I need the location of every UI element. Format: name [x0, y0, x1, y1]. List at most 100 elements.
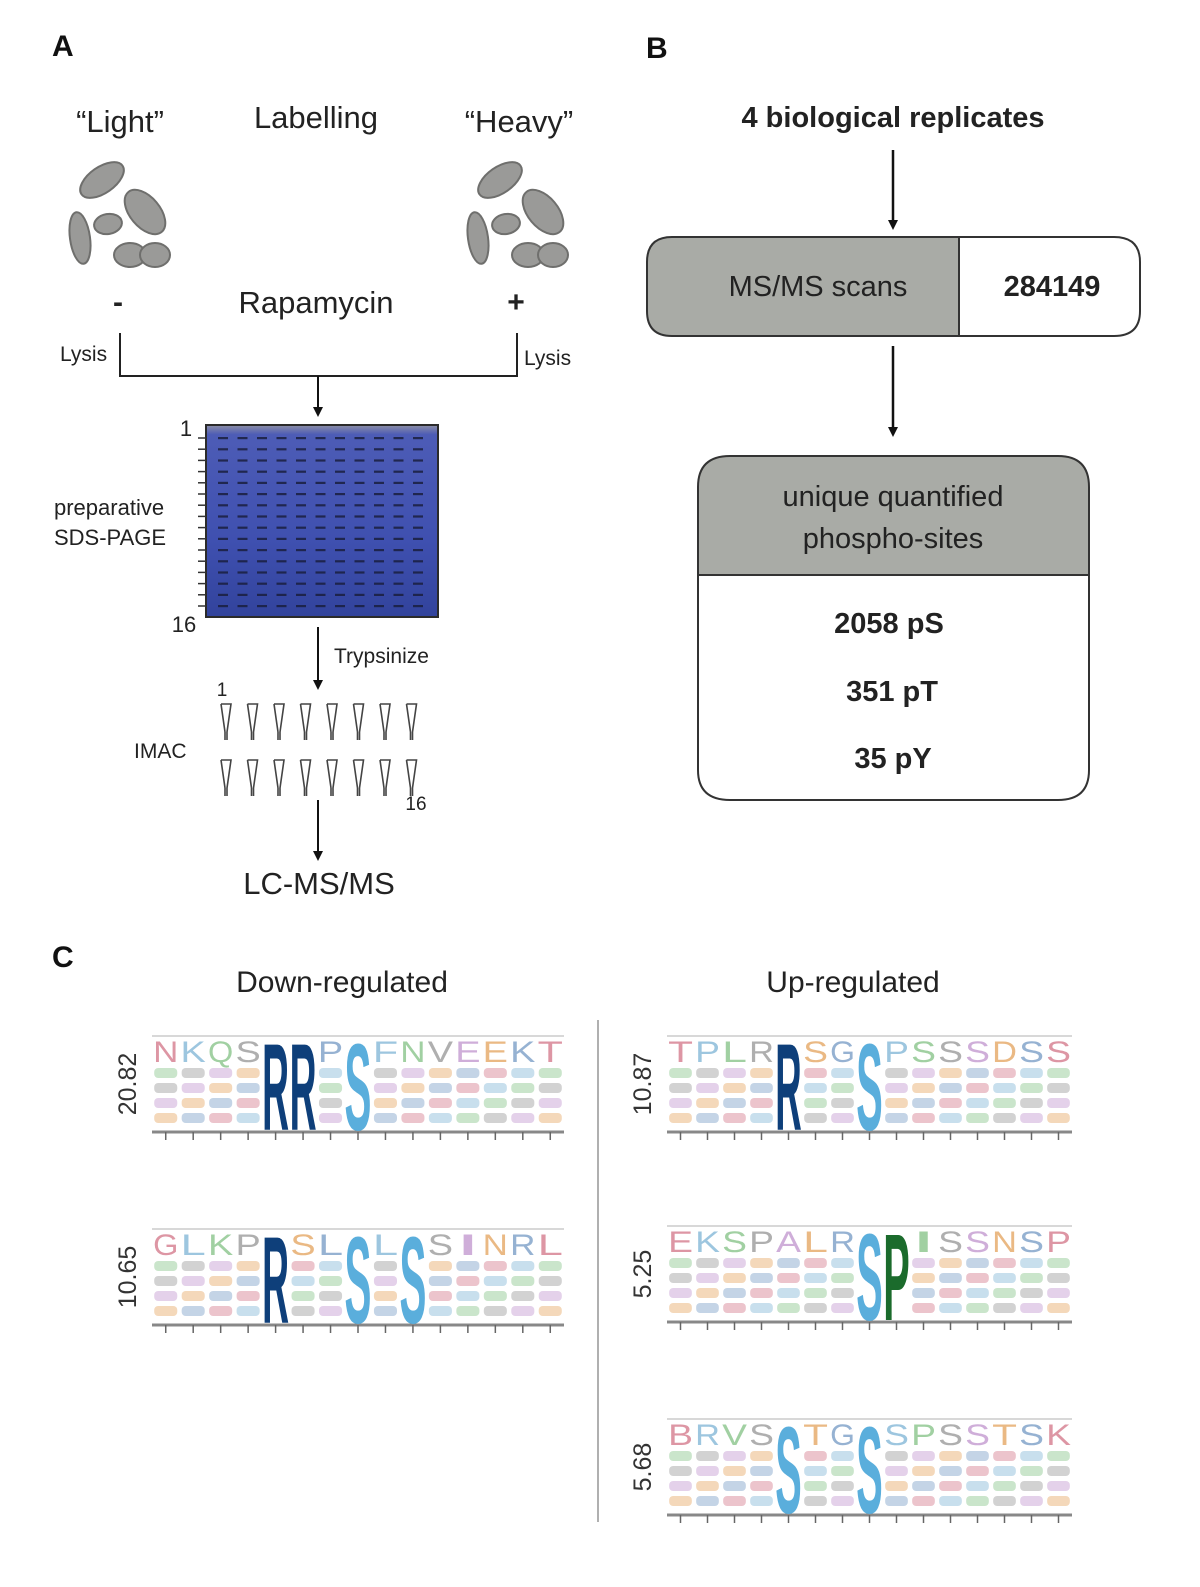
- logo-stack-mark: [831, 1481, 854, 1491]
- logo-stack-mark: [538, 1083, 562, 1093]
- logo-dominant-residue: S: [856, 1207, 882, 1346]
- logo-stack-mark: [696, 1098, 719, 1108]
- logo-top-residue: P: [749, 1226, 774, 1259]
- gel-band: [315, 593, 326, 596]
- gel-lane-16-label: 16: [172, 612, 196, 637]
- logo-stack-mark: [511, 1261, 535, 1271]
- logo-top-residue: K: [1046, 1419, 1071, 1452]
- logo-stack-mark: [1020, 1113, 1043, 1123]
- logo-stack-mark: [750, 1288, 773, 1298]
- logo-stack-mark: [885, 1098, 908, 1108]
- gel-band: [413, 481, 423, 484]
- gel-band: [315, 571, 326, 574]
- logo-top-residue: R: [510, 1229, 535, 1262]
- gel-band: [237, 470, 248, 473]
- gel-band: [413, 437, 423, 440]
- logo-dominant-residue: S: [856, 1400, 882, 1539]
- logo-stack-mark: [373, 1306, 398, 1316]
- logo-stack-mark: [777, 1288, 800, 1298]
- logo-stack-mark: [939, 1481, 962, 1491]
- logo-top-residue: S: [1019, 1226, 1044, 1259]
- logo-stack-mark: [318, 1068, 343, 1078]
- gel-band: [218, 593, 228, 596]
- logo-stack-mark: [669, 1068, 692, 1078]
- logo-stack-mark: [750, 1083, 773, 1093]
- logo-top-residue: N: [992, 1226, 1017, 1259]
- logo-stack-mark: [538, 1261, 562, 1271]
- logo-stack-mark: [456, 1261, 480, 1271]
- yeast-cells-heavy: [466, 161, 569, 268]
- gel-band: [296, 504, 306, 507]
- logo-stack-mark: [750, 1098, 773, 1108]
- logo-top-residue: P: [911, 1419, 936, 1452]
- gel-band: [276, 459, 287, 462]
- logo-score: 10.87: [629, 1053, 657, 1116]
- lysis-left-label: Lysis: [60, 343, 107, 366]
- logo-score: 20.82: [114, 1053, 142, 1116]
- logo-stack-mark: [373, 1098, 398, 1108]
- logo-stack-mark: [993, 1113, 1016, 1123]
- logo-stack-mark: [885, 1481, 908, 1491]
- logo-stack-mark: [428, 1291, 452, 1301]
- logo-stack-mark: [483, 1113, 507, 1123]
- gel-band: [218, 515, 228, 518]
- logo-stack-mark: [912, 1496, 935, 1506]
- logo-stack-mark: [750, 1466, 773, 1476]
- gel-band: [296, 459, 306, 462]
- logo-top-residue: V: [428, 1036, 453, 1069]
- gel-band: [354, 560, 365, 563]
- phospho-sites-label: phospho-sites: [803, 523, 984, 555]
- logo-stack-mark: [209, 1068, 233, 1078]
- gel-band: [335, 526, 345, 529]
- gel-band: [354, 571, 365, 574]
- gel-band: [335, 582, 345, 585]
- logo-stack-mark: [777, 1273, 800, 1283]
- logo-stack-mark: [993, 1303, 1016, 1313]
- gel-band: [413, 582, 423, 585]
- gel-band: [218, 560, 228, 563]
- gel-band: [276, 481, 287, 484]
- logo-stack-mark: [831, 1303, 854, 1313]
- logo-stack-mark: [428, 1306, 452, 1316]
- logo-stack-mark: [511, 1291, 535, 1301]
- logo-stack-mark: [723, 1481, 746, 1491]
- logo-stack-mark: [723, 1113, 746, 1123]
- imac-tips: [220, 703, 418, 796]
- logo-stack-mark: [373, 1291, 398, 1301]
- logo-stack-mark: [181, 1276, 205, 1286]
- logo-stack-mark: [804, 1481, 827, 1491]
- logo-stack-mark: [154, 1113, 178, 1123]
- logo-stack-mark: [456, 1098, 480, 1108]
- logo-stack-mark: [696, 1496, 719, 1506]
- gel-band: [315, 493, 326, 496]
- logo-stack-mark: [181, 1261, 205, 1271]
- gel-band: [335, 459, 345, 462]
- gel-band: [335, 493, 345, 496]
- logo-stack-mark: [723, 1083, 746, 1093]
- logo-top-residue: L: [373, 1229, 398, 1262]
- logo-top-residue: T: [538, 1036, 563, 1069]
- logo-stack-mark: [993, 1068, 1016, 1078]
- logo-stack-mark: [993, 1466, 1016, 1476]
- gel-band: [335, 481, 345, 484]
- logo-stack-mark: [1047, 1451, 1070, 1461]
- logo-stack-mark: [939, 1466, 962, 1476]
- gel-band: [413, 504, 423, 507]
- light-label: “Light”: [76, 104, 164, 139]
- imac-tip: [405, 703, 418, 740]
- logo-stack-mark: [291, 1291, 315, 1301]
- logo-stack-mark: [1047, 1496, 1070, 1506]
- logo-stack-mark: [723, 1466, 746, 1476]
- logo-stack-mark: [291, 1306, 315, 1316]
- logo-stack-mark: [428, 1098, 452, 1108]
- logo-stack-mark: [181, 1068, 205, 1078]
- logo-top-residue: S: [235, 1036, 260, 1069]
- panel-b-letter: B: [646, 32, 668, 65]
- gel-band: [335, 437, 345, 440]
- gel-band: [257, 481, 267, 484]
- gel-band: [315, 504, 326, 507]
- gel-band: [335, 537, 345, 540]
